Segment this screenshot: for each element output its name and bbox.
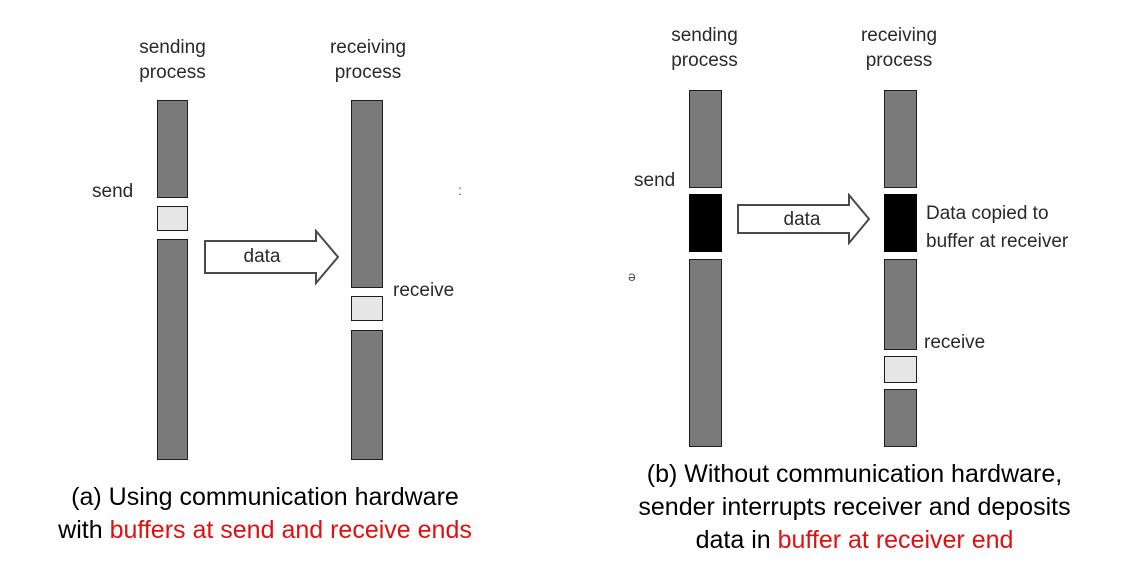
panel-a-caption-highlight: buffers at send and receive ends <box>109 516 472 544</box>
panel-b-sender-title-line2: process <box>671 50 738 71</box>
panel-b-sender-bar-top <box>689 90 722 188</box>
panel-a-send-label: send <box>92 181 134 202</box>
panel-b-receiver-title: receiving process <box>849 23 949 73</box>
panel-b-copied-label-line2: buffer at receiver <box>926 231 1069 252</box>
panel-a-sender-title-line1: sending <box>139 37 206 58</box>
panel-a-receiver-title-line1: receiving <box>329 37 407 58</box>
panel-b-receiver-bar-mid <box>884 259 917 350</box>
panel-b-copied-label: Data copied to buffer at receiver <box>926 200 1068 256</box>
panel-a-receiver-bar-top <box>351 100 383 288</box>
panel-b-receiver-buffer <box>884 356 917 383</box>
panel-b-receive-label: receive <box>924 332 986 353</box>
panel-a-caption-line2: with buffers at send and receive ends <box>0 514 530 547</box>
panel-a-receiver-title-line2: process <box>334 62 402 83</box>
panel-b-receiver-bar-bottom <box>884 389 917 447</box>
panel-b-sender-title-line1: sending <box>671 25 738 46</box>
panel-a-sender-buffer <box>157 206 188 231</box>
panel-a-arrow-label: data <box>243 246 281 267</box>
panel-b-caption-line3-plain: data in <box>695 526 778 554</box>
panel-a-sender-title-line2: process <box>139 62 206 83</box>
panel-b-sender-title: sending process <box>662 23 747 73</box>
panel-b-arrow-label: data <box>783 209 821 230</box>
panel-a-sender-bar-bottom <box>157 239 188 460</box>
panel-b-receiver-bar-top <box>884 90 917 188</box>
panel-a-receive-label: receive <box>393 280 455 301</box>
panel-b-caption-line1: (b) Without communication hardware, <box>646 460 1063 488</box>
panel-a-receiver-bar-bottom <box>351 330 383 460</box>
panel-b-caption-line3: data in buffer at receiver end <box>575 524 1134 557</box>
panel-a-stray-mark: : <box>458 182 462 198</box>
panel-a-receiver-buffer <box>351 296 383 321</box>
panel-b-send-label: send <box>634 170 676 191</box>
panel-a-data-arrow <box>204 229 340 286</box>
panel-b-caption: (b) Without communication hardware, send… <box>575 458 1134 557</box>
panel-b-sender-bar-bottom <box>689 259 722 447</box>
panel-a-caption: (a) Using communication hardware with bu… <box>0 481 530 547</box>
panel-b-stray-mark: ə <box>628 268 636 284</box>
panel-b-receiver-title-line1: receiving <box>860 25 938 46</box>
panel-b-receiver-filled-buffer <box>884 194 917 252</box>
panel-a-receiver-title: receiving process <box>318 35 418 85</box>
panel-b-receiver-title-line2: process <box>865 50 933 71</box>
panel-b-caption-highlight: buffer at receiver end <box>777 526 1014 554</box>
panel-b-copied-label-line1: Data copied to <box>926 203 1049 224</box>
panel-a-sender-bar-top <box>157 100 188 198</box>
panel-a-caption-line2-plain: with <box>58 516 110 544</box>
panel-a-caption-line1: (a) Using communication hardware <box>71 483 459 511</box>
panel-b-caption-line2: sender interrupts receiver and deposits <box>638 493 1071 521</box>
panel-a-sender-title: sending process <box>130 35 215 85</box>
panel-b-sender-active-block <box>689 194 722 252</box>
panel-b-data-arrow <box>737 193 871 245</box>
